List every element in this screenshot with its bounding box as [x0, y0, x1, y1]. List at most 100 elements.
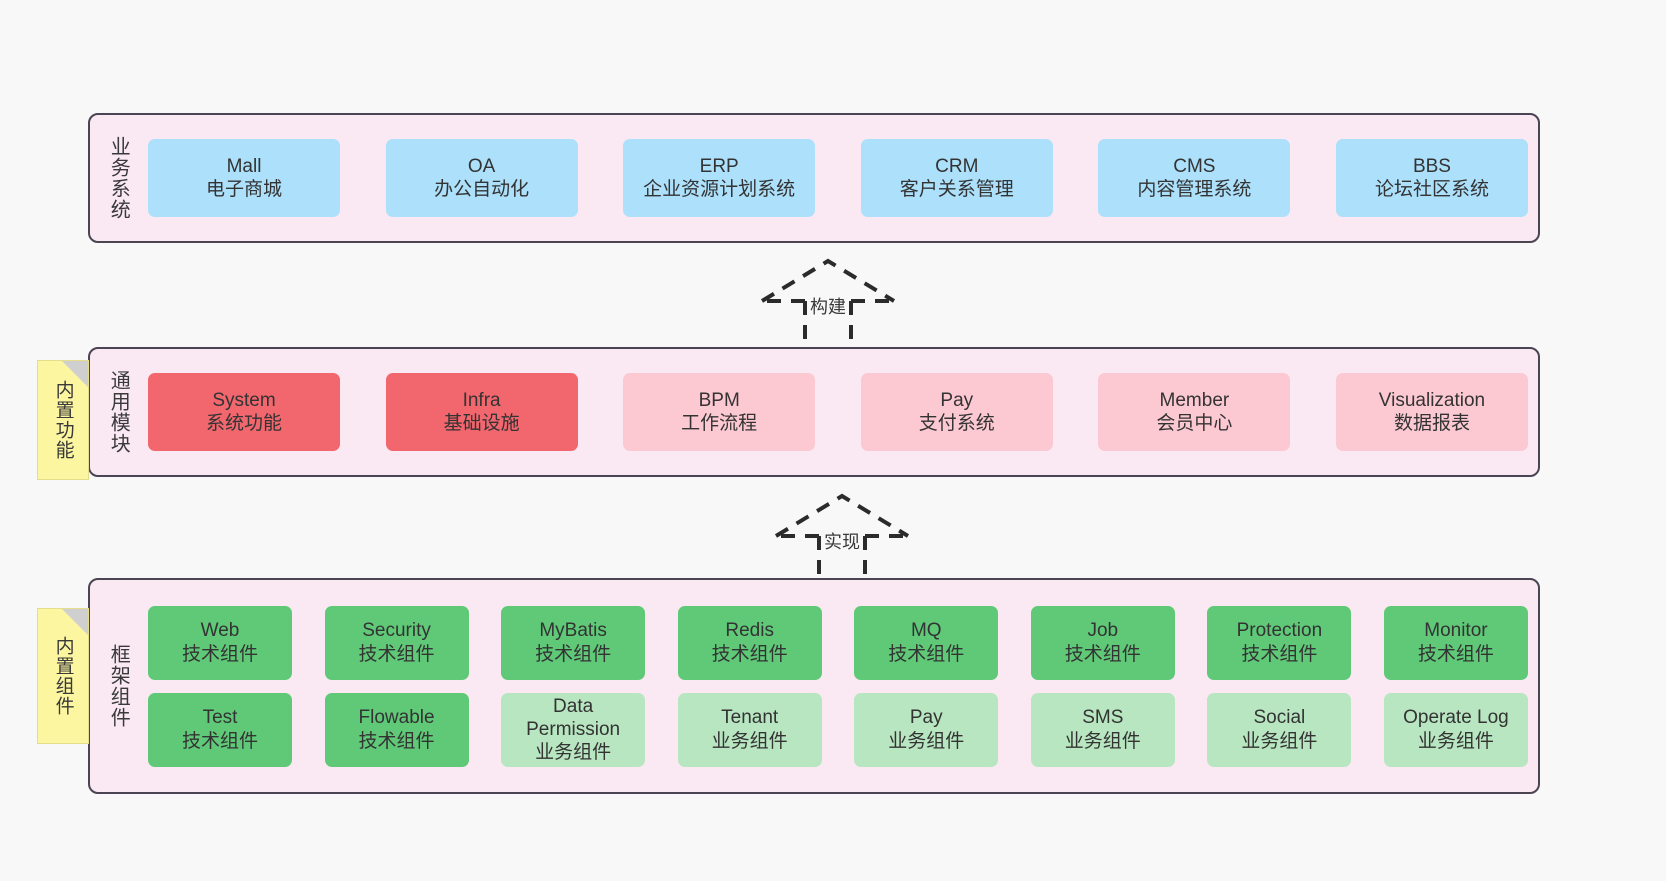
card-title: Protection [1236, 620, 1323, 642]
card-title: Data Permission [526, 695, 621, 740]
card-subtitle: 客户关系管理 [899, 179, 1014, 200]
card-title: CMS [1173, 155, 1216, 177]
card-title: Pay [940, 389, 974, 411]
card-subtitle: 业务组件 [888, 730, 965, 752]
card-subtitle: 技术组件 [1241, 643, 1318, 665]
card-title: Pay [909, 707, 943, 729]
card-subtitle: 内容管理系统 [1137, 179, 1252, 200]
card-title: BBS [1412, 155, 1451, 177]
card-subtitle: 技术组件 [181, 643, 258, 665]
sticky-note-builtin-features: 内置功能 [37, 360, 89, 480]
card-title: SMS [1082, 707, 1124, 729]
card-title: Infra [462, 389, 501, 411]
card-title: MyBatis [539, 620, 607, 642]
card-subtitle: 技术组件 [535, 643, 612, 665]
card-title: Visualization [1378, 389, 1486, 411]
note-fold-icon [62, 361, 88, 387]
card-title: Monitor [1424, 620, 1488, 642]
generalization-arrow-implement: 实现 [772, 490, 912, 578]
card-subtitle: 办公自动化 [434, 179, 530, 200]
sticky-note-builtin-components: 内置组件 [37, 608, 89, 744]
card-subtitle: 业务组件 [1241, 730, 1318, 752]
card-subtitle: 技术组件 [1064, 643, 1141, 665]
card-title: Job [1087, 620, 1119, 642]
arrow-implement-shape [774, 493, 910, 578]
arrow-build-label: 构建 [810, 297, 846, 317]
card-title: OA [467, 155, 496, 177]
card-title: BPM [698, 389, 740, 411]
card-subtitle: 企业资源计划系统 [643, 179, 796, 200]
card-subtitle: 数据报表 [1393, 413, 1470, 434]
sticky-note-builtin-features-text: 内置功能 [52, 380, 74, 460]
card-subtitle: 技术组件 [888, 643, 965, 665]
card-title: Web [200, 620, 240, 642]
card-subtitle: 技术组件 [358, 730, 435, 752]
layer-common-modules-title: 通用模块 [107, 370, 130, 454]
sticky-note-builtin-components-text: 内置组件 [52, 636, 74, 716]
card-subtitle: 支付系统 [918, 413, 995, 434]
card-subtitle: 论坛社区系统 [1374, 179, 1489, 200]
card-subtitle: 技术组件 [181, 730, 258, 752]
card-subtitle: 技术组件 [711, 643, 788, 665]
layer-framework-components-title: 框架组件 [107, 644, 130, 728]
card-subtitle: 业务组件 [1417, 730, 1494, 752]
card-title: ERP [699, 155, 739, 177]
card-title: Flowable [358, 707, 435, 729]
card-title: Mall [226, 155, 262, 177]
card-subtitle: 业务组件 [1064, 730, 1141, 752]
arrow-build-shape [760, 258, 896, 345]
card-subtitle: 电子商城 [205, 179, 282, 200]
card-title: Security [362, 620, 431, 642]
card-subtitle: 业务组件 [711, 730, 788, 752]
card-title: CRM [935, 155, 979, 177]
card-title: Operate Log [1403, 707, 1509, 729]
card-subtitle: 系统功能 [205, 413, 282, 434]
card-title: Member [1159, 389, 1230, 411]
card-title: MQ [910, 620, 942, 642]
card-subtitle: 会员中心 [1156, 413, 1233, 434]
generalization-arrow-build: 构建 [758, 255, 898, 345]
arrow-implement-label: 实现 [824, 532, 860, 552]
card-subtitle: 技术组件 [358, 643, 435, 665]
card-title: System [212, 389, 276, 411]
card-subtitle: 基础设施 [443, 413, 520, 434]
card-subtitle: 业务组件 [535, 742, 612, 764]
card-title: Social [1253, 707, 1306, 729]
